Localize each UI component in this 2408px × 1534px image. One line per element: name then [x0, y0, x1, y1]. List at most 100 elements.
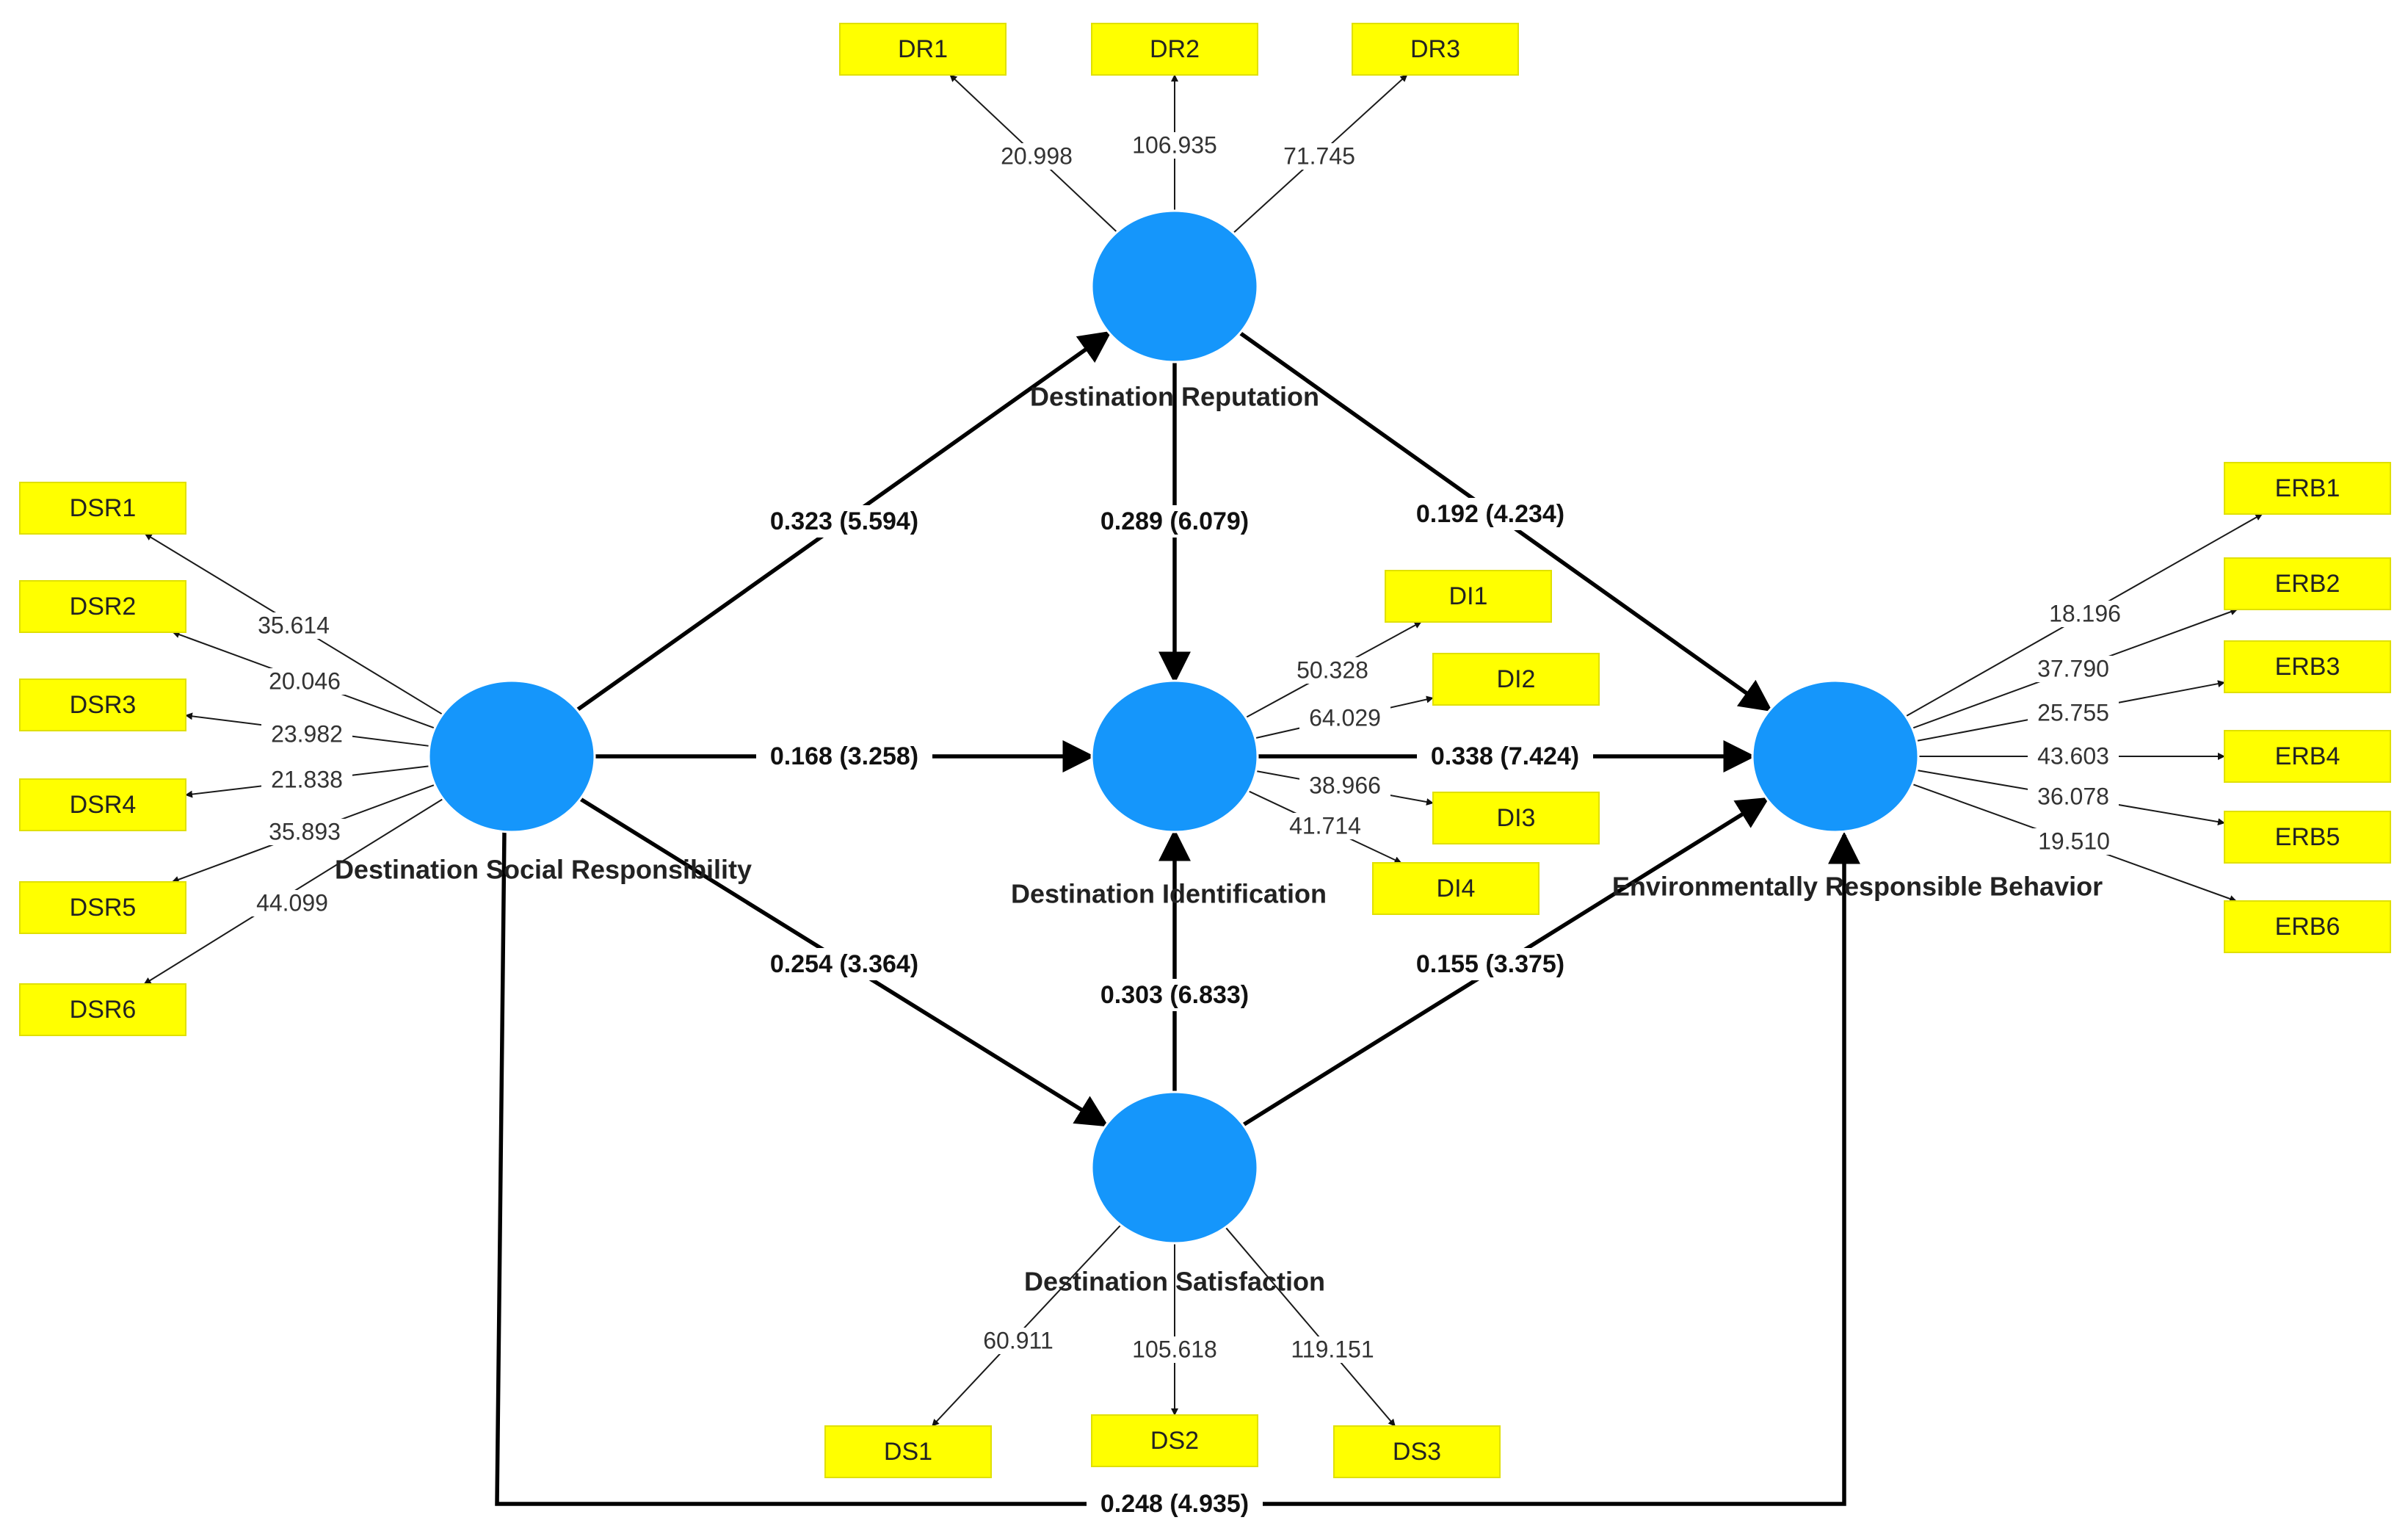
path-label-bg — [1087, 505, 1263, 538]
loading-arrow — [932, 1224, 1122, 1427]
indicator-box — [19, 881, 186, 934]
indicator-dsr-4[interactable]: DSR4 — [19, 778, 186, 831]
indicator-box — [2224, 730, 2391, 783]
indicator-label: DR3 — [1410, 35, 1460, 63]
indicator-erb-5[interactable]: ERB5 — [2224, 811, 2391, 864]
indicator-box — [19, 482, 186, 535]
path-coefficient: 0.338 (7.424) — [1431, 742, 1579, 770]
loading-label-bg — [991, 143, 1082, 170]
indicator-erb-2[interactable]: ERB2 — [2224, 557, 2391, 610]
indicator-erb-6[interactable]: ERB6 — [2224, 900, 2391, 953]
path-label-bg — [756, 948, 932, 980]
loading-label-bg — [973, 1328, 1064, 1354]
loading-value: 36.078 — [2037, 783, 2109, 809]
construct-erb[interactable] — [1751, 679, 1920, 833]
loading-label-bg — [1299, 705, 1390, 731]
indicator-label: ERB5 — [2275, 823, 2340, 851]
path-coefficient: 0.168 (3.258) — [770, 742, 918, 770]
path-label-bg — [1087, 979, 1263, 1011]
loading-label-bg — [1274, 143, 1365, 170]
loading-label-bg — [1129, 1336, 1220, 1363]
path-label-bg — [756, 740, 932, 773]
path-label-bg — [1402, 498, 1578, 530]
indicator-box — [1333, 1425, 1501, 1478]
loading-label-bg — [259, 668, 350, 695]
loading-label-bg — [2028, 656, 2119, 682]
construct-label-ds: Destination Satisfaction — [1024, 1267, 1325, 1297]
indicator-label: ERB1 — [2275, 474, 2340, 502]
indicator-erb-4[interactable]: ERB4 — [2224, 730, 2391, 783]
indicator-label: DSR5 — [70, 894, 137, 922]
indicator-dsr-1[interactable]: DSR1 — [19, 482, 186, 535]
loading-value: 43.603 — [2037, 742, 2109, 769]
indicator-label: DSR2 — [70, 593, 137, 621]
indicator-label: ERB6 — [2275, 913, 2340, 941]
indicator-dsr-6[interactable]: DSR6 — [19, 983, 186, 1036]
loading-label-bg — [1280, 813, 1371, 839]
loading-value: 18.196 — [2049, 600, 2121, 626]
indicator-dr-3[interactable]: DR3 — [1352, 23, 1519, 76]
construct-di[interactable] — [1090, 679, 1259, 833]
loading-label-bg — [261, 767, 352, 793]
indicator-label: ERB4 — [2275, 742, 2340, 770]
loading-label-bg — [1129, 132, 1220, 159]
loading-label-bg — [248, 612, 339, 639]
path-label-bg — [1402, 948, 1578, 980]
indicator-ds-1[interactable]: DS1 — [824, 1425, 992, 1478]
indicator-label: DI4 — [1437, 875, 1476, 902]
loading-label-bg — [1287, 657, 1378, 684]
indicator-di-2[interactable]: DI2 — [1432, 653, 1600, 706]
indicator-dr-2[interactable]: DR2 — [1091, 23, 1258, 76]
indicator-box — [2224, 462, 2391, 515]
indicator-dr-1[interactable]: DR1 — [839, 23, 1007, 76]
path-coefficient: 0.303 (6.833) — [1100, 981, 1249, 1009]
loading-value: 23.982 — [271, 720, 343, 747]
indicator-label: DR2 — [1150, 35, 1200, 63]
indicator-label: DSR4 — [70, 791, 137, 819]
indicator-dsr-2[interactable]: DSR2 — [19, 580, 186, 633]
loading-value: 60.911 — [983, 1327, 1054, 1353]
indicator-ds-2[interactable]: DS2 — [1091, 1414, 1258, 1467]
indicator-label: DSR3 — [70, 691, 137, 719]
indicator-label: DSR6 — [70, 996, 137, 1024]
loading-label-bg — [259, 819, 350, 845]
indicator-dsr-3[interactable]: DSR3 — [19, 679, 186, 731]
loading-value: 50.328 — [1297, 656, 1368, 683]
indicator-di-4[interactable]: DI4 — [1372, 862, 1540, 915]
indicator-dsr-5[interactable]: DSR5 — [19, 881, 186, 934]
loading-value: 41.714 — [1289, 812, 1361, 839]
construct-dsr[interactable] — [427, 679, 596, 833]
indicator-ds-3[interactable]: DS3 — [1333, 1425, 1501, 1478]
indicator-erb-1[interactable]: ERB1 — [2224, 462, 2391, 515]
construct-ds[interactable] — [1090, 1090, 1259, 1245]
loading-value: 35.893 — [269, 818, 341, 844]
construct-dr[interactable] — [1090, 209, 1259, 363]
indicator-label: DI1 — [1449, 582, 1488, 610]
path-label-bg — [756, 505, 932, 538]
loading-value: 44.099 — [256, 889, 328, 916]
loading-label-bg — [2028, 828, 2119, 855]
loading-value: 105.618 — [1132, 1336, 1217, 1362]
indicator-box — [19, 679, 186, 731]
loading-arrow — [1225, 1226, 1396, 1427]
indicator-box — [19, 983, 186, 1036]
loading-label-bg — [2039, 601, 2130, 627]
indicator-label: ERB2 — [2275, 570, 2340, 598]
loading-value: 20.046 — [269, 667, 341, 694]
indicator-di-1[interactable]: DI1 — [1385, 570, 1552, 623]
indicator-box — [2224, 557, 2391, 610]
path-coefficient: 0.289 (6.079) — [1100, 507, 1249, 535]
indicator-di-3[interactable]: DI3 — [1432, 792, 1600, 844]
loading-value: 25.755 — [2037, 699, 2109, 726]
indicator-box — [2224, 811, 2391, 864]
path-coefficient: 0.192 (4.234) — [1416, 500, 1564, 528]
loading-label-bg — [247, 890, 338, 916]
path-coefficient: 0.155 (3.375) — [1416, 950, 1564, 978]
indicator-erb-3[interactable]: ERB3 — [2224, 640, 2391, 693]
indicator-box — [1091, 23, 1258, 76]
loading-value: 119.151 — [1291, 1336, 1374, 1362]
indicator-box — [19, 778, 186, 831]
construct-label-di: Destination Identification — [1011, 879, 1327, 909]
loading-label-bg — [2028, 743, 2119, 770]
